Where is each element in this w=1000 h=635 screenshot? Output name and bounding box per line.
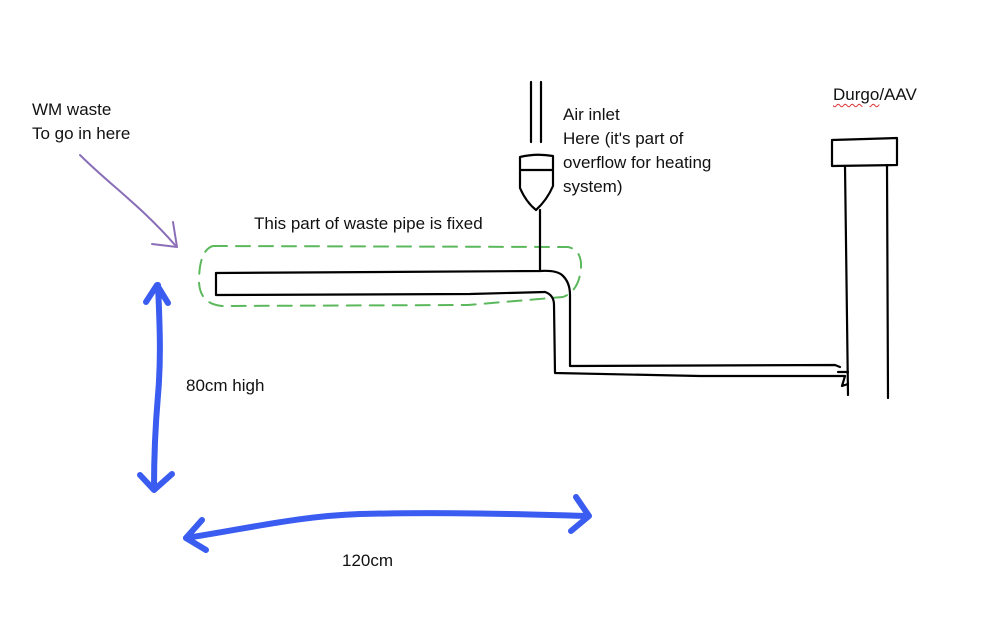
- durgo-word: Durgo: [833, 85, 880, 104]
- air-inlet-label-line2: Here (it's part of: [563, 129, 684, 148]
- height-label: 80cm high: [186, 376, 265, 395]
- width-label: 120cm: [342, 551, 394, 570]
- width-dimension-arrow: [183, 494, 592, 553]
- pointer-arrow: [79, 154, 178, 248]
- fixed-pipe-label: This part of waste pipe is fixed: [254, 214, 483, 233]
- wm-waste-label-line2: To go in here: [32, 124, 131, 143]
- air-inlet-label-line3: overflow for heating: [563, 153, 712, 172]
- wm-waste-label-line1: WM waste: [32, 100, 112, 119]
- waste-pipe: [214, 80, 899, 400]
- fixed-section-outline: [197, 244, 583, 308]
- aav-word: /AAV: [879, 85, 917, 104]
- air-inlet-label-line1: Air inlet: [563, 105, 620, 124]
- height-dimension-arrow: [137, 282, 175, 493]
- durgo-aav-label: Durgo/AAV: [833, 83, 917, 107]
- air-inlet-label-line4: system): [563, 177, 623, 196]
